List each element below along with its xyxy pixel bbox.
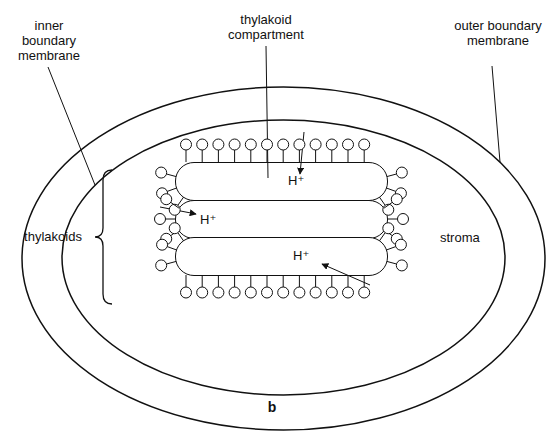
proton-label: H⁺ (293, 248, 309, 263)
particle-stalk (202, 275, 203, 287)
particle-stalk (234, 275, 235, 287)
particle-stalk (348, 150, 349, 162)
proton-label: H⁺ (288, 173, 304, 188)
thylakoid-sac: H⁺ (175, 162, 388, 201)
particle-head (395, 239, 406, 250)
particle-head (229, 287, 240, 298)
particle-head (398, 214, 409, 225)
particle-head (326, 139, 337, 150)
particle-group (155, 139, 409, 298)
particle-head (396, 260, 407, 271)
particle-head (294, 287, 305, 298)
particle-stalk (250, 275, 251, 287)
particle-stalk (384, 202, 392, 208)
particle-stalk (387, 174, 397, 177)
particle-head (359, 139, 370, 150)
part-label: thylakoids (14, 229, 92, 244)
particle-head (157, 239, 168, 250)
region-label: stroma (440, 230, 480, 245)
particle-stalk (267, 150, 268, 162)
particle-stalk (386, 247, 395, 250)
particle-stalk (331, 150, 332, 162)
part-label: inner boundary membrane (6, 18, 92, 63)
particle-head (310, 287, 321, 298)
particle-head (391, 194, 402, 205)
particle-head (157, 188, 168, 199)
particle-head (229, 139, 240, 150)
particle-head (310, 139, 321, 150)
particle-head (155, 214, 166, 225)
particle-head (294, 139, 305, 150)
particle-stalk (283, 275, 284, 287)
particle-stalk (299, 150, 300, 162)
particle-stalk (364, 150, 365, 162)
part-label: outer boundary membrane (452, 18, 544, 48)
particle-head (181, 287, 192, 298)
particle-head (343, 139, 354, 150)
particle-stalk (387, 261, 397, 264)
thylakoid-sac: H⁺ (175, 237, 388, 276)
particle-stalk (267, 275, 268, 287)
panel-letter: b (262, 400, 282, 415)
particle-stalk (388, 219, 398, 220)
leader-line (266, 46, 268, 178)
particle-stalk (364, 275, 365, 287)
leader-line (492, 66, 500, 162)
particle-head (396, 167, 407, 178)
particle-head (245, 287, 256, 298)
leader-line (48, 67, 95, 185)
particle-head (245, 139, 256, 150)
particle-stalk (166, 219, 176, 220)
particle-head (161, 233, 172, 244)
particle-stalk (218, 150, 219, 162)
particle-head (197, 287, 208, 298)
particle-head (395, 188, 406, 199)
particle-head (343, 287, 354, 298)
particle-stalk (250, 150, 251, 162)
particle-head (161, 194, 172, 205)
particle-stalk (299, 275, 300, 287)
proton-label: H⁺ (200, 212, 216, 227)
particle-stalk (202, 150, 203, 162)
particle-head (262, 139, 273, 150)
thylakoid-sac: H⁺ (175, 200, 388, 239)
particle-stalk (315, 150, 316, 162)
particle-stalk (283, 150, 284, 162)
bracket (95, 170, 112, 304)
outer-membrane-outline (22, 87, 545, 430)
particle-head (197, 139, 208, 150)
particle-stalk (386, 188, 395, 191)
particle-stalk (186, 275, 187, 287)
inner-membrane: stromaH⁺H⁺H⁺ (62, 120, 505, 395)
particle-head (213, 139, 224, 150)
particle-stalk (384, 230, 392, 236)
particle-head (213, 287, 224, 298)
particle-stalk (331, 275, 332, 287)
particle-head (359, 287, 370, 298)
particle-head (326, 287, 337, 298)
particle-stalk (234, 150, 235, 162)
particle-stalk (348, 275, 349, 287)
particle-head (278, 287, 289, 298)
part-label: thylakoid compartment (218, 12, 314, 42)
particle-stalk (186, 150, 187, 162)
particle-head (181, 139, 192, 150)
particle-head (156, 167, 167, 178)
particle-head (391, 233, 402, 244)
particle-stalk (315, 275, 316, 287)
particle-head (278, 139, 289, 150)
particle-head (262, 287, 273, 298)
particle-head (156, 260, 167, 271)
particle-stalk (218, 275, 219, 287)
